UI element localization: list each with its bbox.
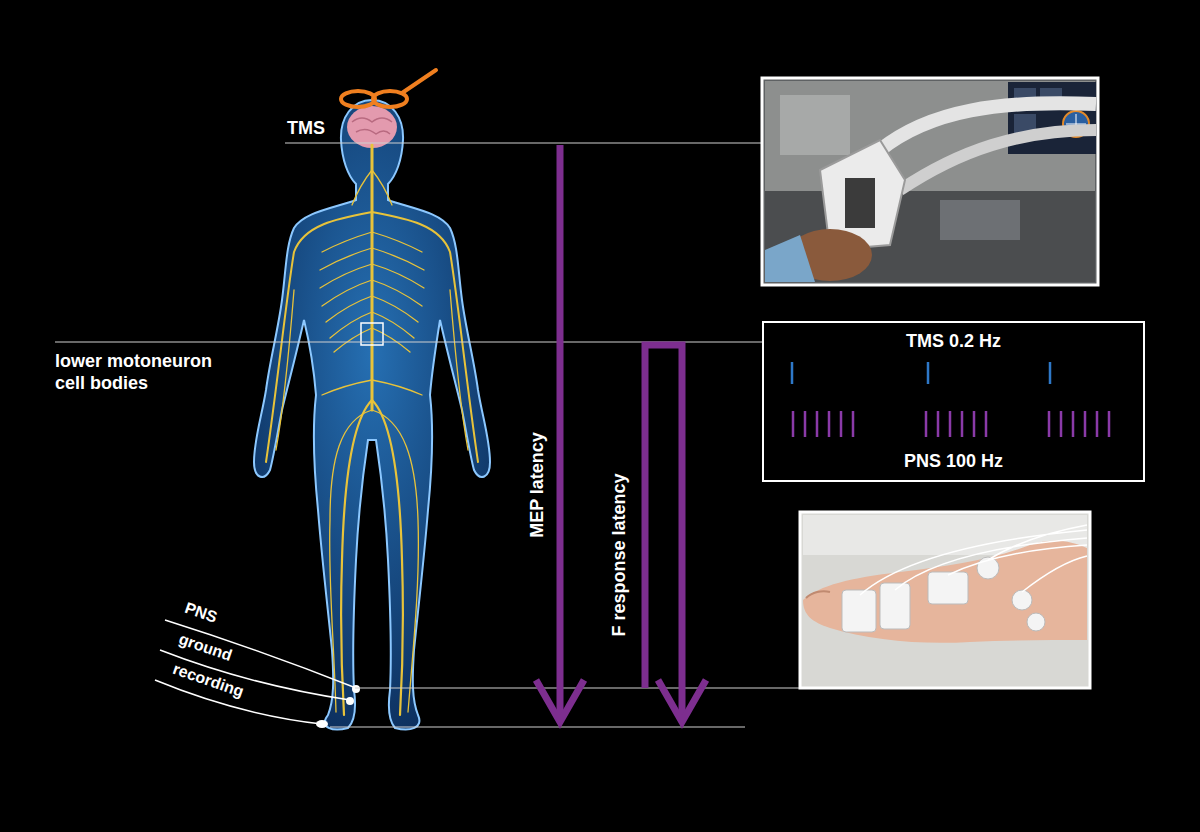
- latency-arrows-part: [658, 680, 706, 722]
- nerve-network-part: [352, 170, 392, 205]
- pns-ticks-part: [793, 411, 853, 437]
- tms-photo: [762, 78, 1098, 285]
- tms-photo-part: [765, 191, 1095, 282]
- brain-part: [347, 106, 397, 148]
- tms-photo-part: [765, 235, 815, 282]
- foot-photo-part: [1012, 590, 1032, 610]
- tms-photo-part: [762, 78, 1098, 285]
- tms-coil-part: [341, 91, 375, 107]
- brain: [347, 106, 397, 148]
- foot-photo-part: [860, 525, 1087, 595]
- tms-photo-part: [780, 95, 850, 155]
- rate-label: TMS 0.2 Hz: [764, 331, 1143, 351]
- latency-arrows-part: [536, 680, 584, 722]
- nerve-network-part: [371, 145, 374, 410]
- level-lines: [55, 143, 802, 727]
- foot-photo: [800, 512, 1090, 688]
- wire-label: ground: [176, 629, 235, 666]
- tms-photo-part: [900, 130, 1096, 190]
- body-silhouette-part: [254, 100, 490, 729]
- foot-photo-part: [800, 512, 1090, 688]
- foot-photo-part: [842, 590, 876, 632]
- nerve-network-part: [322, 380, 422, 395]
- pns-ticks-part: [1049, 411, 1109, 437]
- nerve-network-part: [322, 232, 422, 252]
- nerve-network-part: [276, 290, 468, 450]
- pns-ticks-part: [926, 411, 986, 437]
- latency-arrows: [536, 145, 706, 722]
- nerve-network-part: [372, 400, 403, 715]
- wire-label: PNS: [182, 598, 220, 628]
- nerve-network-part: [322, 280, 422, 306]
- foot-photo-part: [928, 572, 968, 604]
- tms-photo-part: [940, 200, 1020, 240]
- level-lines-part: [285, 143, 765, 144]
- latency-arrows-part: [645, 345, 682, 722]
- tms-ticks-part: [792, 362, 1050, 384]
- electrode-dots-part: [346, 697, 354, 705]
- wire-label: recording: [170, 659, 246, 702]
- nerve-network-part: [266, 212, 372, 462]
- nerve-network-part: [326, 296, 418, 322]
- nerve-network-part: [330, 410, 419, 712]
- timing-box: TMS 0.2 Hz PNS 100 Hz: [762, 321, 1145, 482]
- foot-photo-part: [806, 591, 830, 598]
- level-label: lower motoneuron cell bodies: [55, 350, 245, 394]
- tms-photo-part: [765, 81, 1095, 191]
- tms-photo-part: [845, 178, 875, 228]
- latency-arrows-part: [557, 145, 564, 722]
- nerve-network-part: [372, 212, 478, 462]
- pns-ticks: [793, 411, 1109, 437]
- rate-label: PNS 100 Hz: [764, 451, 1143, 471]
- latency-label: F response latency: [609, 473, 629, 636]
- foot-photo-part: [803, 541, 1087, 643]
- brain-part: [352, 118, 392, 134]
- nerve-network: [266, 145, 478, 715]
- nerve-network-part: [320, 264, 424, 288]
- latency-label: MEP latency: [527, 432, 547, 538]
- nerve-network-part: [334, 328, 410, 352]
- nerve-network-part: [341, 400, 372, 715]
- electrode-wires: [155, 620, 356, 724]
- nerve-network-part: [320, 248, 424, 270]
- foot-photo-part: [1027, 613, 1045, 631]
- tms-ticks: [792, 362, 1050, 384]
- foot-photo-part: [800, 512, 1090, 688]
- body-silhouette: [254, 100, 490, 729]
- stimulus-label: TMS: [287, 118, 325, 138]
- tms-photo-part: [762, 78, 1098, 285]
- tms-coil: [341, 70, 436, 107]
- tms-coil-part: [402, 70, 436, 93]
- nerve-network-part: [330, 312, 414, 338]
- electrode-dots: [316, 685, 360, 728]
